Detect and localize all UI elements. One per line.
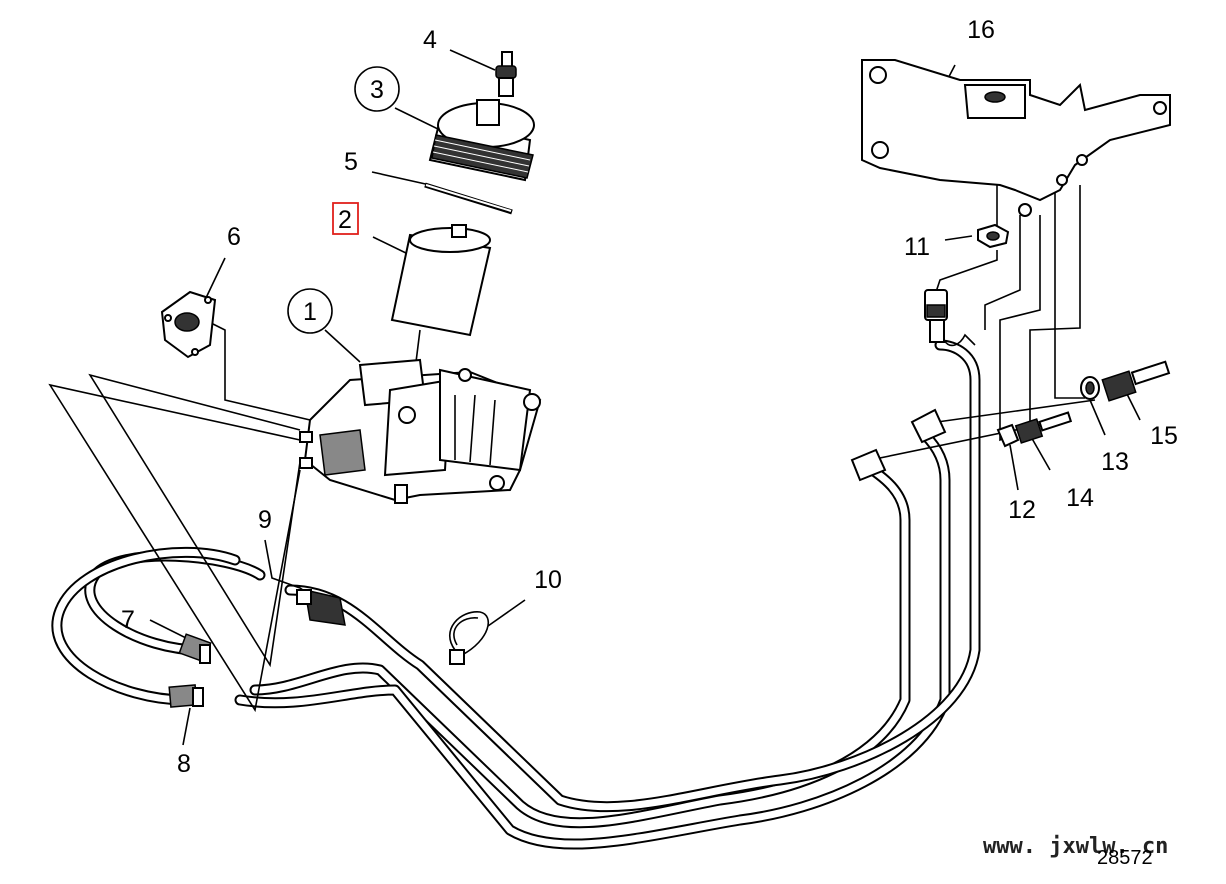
drawing-reference-number: 28572 — [1097, 847, 1153, 869]
part-8-fitting — [168, 684, 204, 708]
callout-2: 2 — [338, 206, 352, 234]
callout-14: 14 — [1066, 484, 1094, 512]
part-13-washer — [1080, 376, 1100, 400]
part-11-nut — [977, 223, 1010, 249]
part-4-sensor — [495, 51, 517, 97]
callout-16: 16 — [967, 16, 995, 44]
part-7-fitting — [178, 633, 212, 664]
callout-3: 3 — [370, 76, 384, 104]
part-14-fitting — [1014, 411, 1073, 444]
part-15-fitting — [1101, 360, 1171, 402]
part-10-clamp — [449, 611, 490, 665]
callout-labels: 1 2 3 4 5 6 7 8 9 10 11 12 13 14 15 16 — [121, 16, 1178, 778]
callout-13: 13 — [1101, 448, 1129, 476]
part-6-cover — [160, 290, 217, 359]
part-9-connector — [296, 589, 346, 626]
callout-7: 7 — [121, 606, 135, 634]
callout-11: 11 — [904, 233, 930, 261]
part-16-bracket — [861, 59, 1171, 217]
watermark: www. jxwlw. cn — [983, 834, 1168, 859]
hose-end-fittings — [850, 408, 947, 482]
part-3-filter-cap — [428, 99, 535, 182]
callout-5: 5 — [344, 148, 358, 176]
part-1-filter-housing — [299, 358, 542, 504]
callout-9: 9 — [258, 506, 272, 534]
sensor-with-cable — [924, 289, 976, 347]
callout-2-highlight-box — [332, 202, 359, 235]
callout-3-circle — [354, 66, 400, 112]
callout-8: 8 — [177, 750, 191, 778]
callout-4: 4 — [423, 26, 437, 54]
callout-12: 12 — [1008, 496, 1036, 524]
callout-1: 1 — [303, 298, 317, 326]
part-2-filter-element — [390, 224, 492, 337]
callout-6: 6 — [227, 223, 241, 251]
callout-1-circle — [287, 288, 333, 334]
part-12-nut — [996, 423, 1020, 448]
hose-assembly — [51, 339, 981, 850]
callout-15: 15 — [1150, 422, 1178, 450]
callout-10: 10 — [534, 566, 562, 594]
